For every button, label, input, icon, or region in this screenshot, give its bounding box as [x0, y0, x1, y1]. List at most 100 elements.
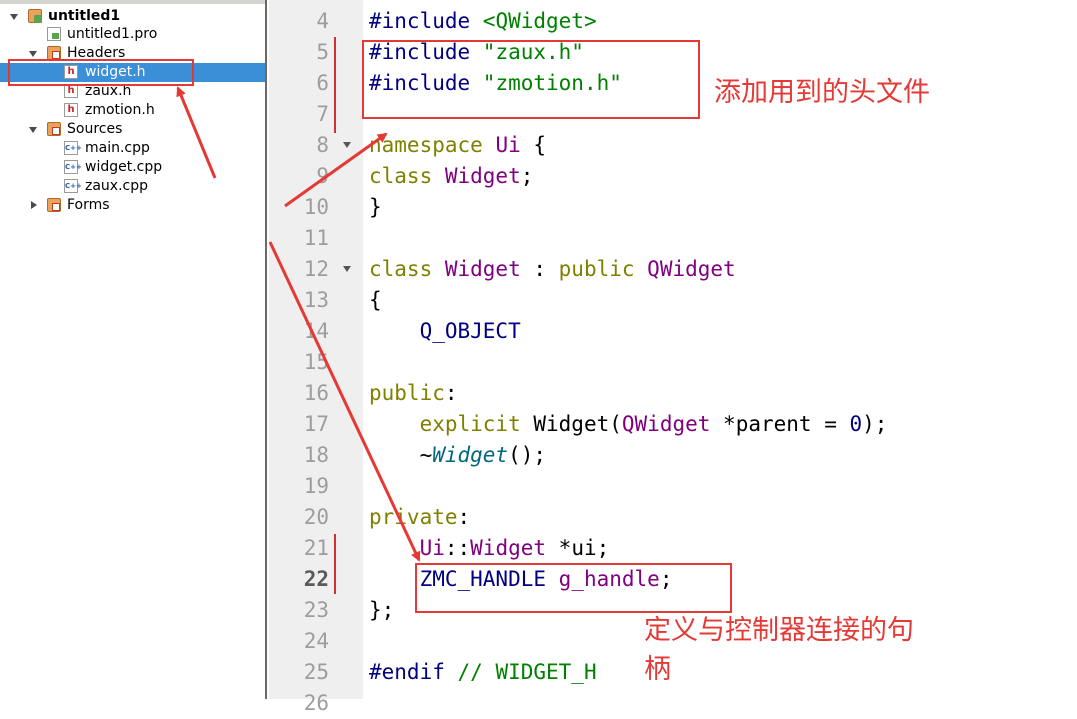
- code-line[interactable]: }: [369, 192, 382, 223]
- annotation-note-handle-line1: 定义与控制器连接的句: [644, 615, 914, 646]
- line-number: 8: [316, 133, 329, 157]
- tree-item-zaux-cpp[interactable]: C++ zaux.cpp: [0, 177, 265, 196]
- tree-item-sources[interactable]: Sources: [0, 120, 265, 139]
- code-token: #endif: [369, 660, 458, 684]
- collapse-arrow-icon[interactable]: [29, 127, 37, 133]
- tree-item-forms[interactable]: Forms: [0, 196, 265, 215]
- code-token: (: [609, 412, 622, 436]
- code-line[interactable]: #endif // WIDGET_H: [369, 657, 597, 688]
- code-token: QWidget: [647, 257, 736, 281]
- line-number: 19: [303, 474, 329, 498]
- tree-item-label: Headers: [67, 45, 126, 61]
- code-token: private: [369, 505, 458, 529]
- highlight-box-handle: [415, 563, 732, 613]
- tree-item-pro-file[interactable]: untitled1.pro: [0, 25, 265, 44]
- line-number: 17: [303, 412, 329, 436]
- tree-item-label: Sources: [67, 121, 123, 137]
- headers-folder-icon: [47, 46, 61, 60]
- line-number: 4: [316, 9, 329, 33]
- tree-item-zmotion-h[interactable]: h zmotion.h: [0, 101, 265, 120]
- code-token: "zmotion.h": [482, 71, 622, 95]
- arrow-to-handle: [268, 241, 421, 562]
- tree-item-label: Forms: [67, 197, 110, 213]
- code-token: class: [369, 257, 445, 281]
- tree-item-label: widget.cpp: [85, 159, 163, 175]
- change-marker: [334, 37, 336, 133]
- code-token: QWidget: [621, 412, 711, 436]
- line-number: 16: [303, 381, 329, 405]
- code-line[interactable]: };: [369, 595, 394, 626]
- code-line[interactable]: ~Widget();: [369, 440, 546, 471]
- arrow-to-includes: [284, 132, 388, 208]
- code-line[interactable]: class Widget;: [369, 161, 533, 192]
- code-token: class: [369, 164, 445, 188]
- code-token: Widget: [470, 536, 547, 560]
- code-token: Widget: [444, 257, 521, 281]
- tree-item-widget-cpp[interactable]: C++ widget.cpp: [0, 158, 265, 177]
- tree-item-label: main.cpp: [85, 140, 150, 156]
- annotation-arrows: [176, 86, 421, 562]
- code-line[interactable]: #include <QWidget>: [369, 6, 597, 37]
- code-token: #include: [369, 71, 483, 95]
- code-token: #include: [369, 40, 483, 64]
- code-editor[interactable]: [363, 0, 1077, 699]
- header-file-icon: h: [64, 103, 78, 117]
- line-number: 23: [303, 598, 329, 622]
- code-token: namespace: [369, 133, 496, 157]
- code-token: ~: [369, 443, 433, 467]
- code-line[interactable]: Q_OBJECT: [369, 316, 521, 347]
- pro-file-icon: [47, 27, 61, 41]
- code-token: explicit: [419, 412, 534, 436]
- code-line[interactable]: #include "zaux.h": [369, 37, 584, 68]
- tree-item-label: untitled1: [48, 8, 121, 24]
- code-line[interactable]: explicit Widget(QWidget *parent = 0);: [369, 409, 888, 440]
- cpp-file-icon: C++: [64, 160, 82, 174]
- line-number: 11: [303, 226, 329, 250]
- code-line[interactable]: #include "zmotion.h": [369, 68, 622, 99]
- code-token: Widget: [533, 412, 610, 436]
- project-tree[interactable]: untitled1 untitled1.pro Headers h widget…: [0, 0, 267, 699]
- code-line[interactable]: ZMC_HANDLE g_handle;: [369, 564, 673, 595]
- fold-toggle-icon[interactable]: [343, 142, 351, 148]
- tree-item-headers[interactable]: Headers: [0, 44, 265, 63]
- tree-item-project-root[interactable]: untitled1: [0, 7, 265, 26]
- code-line[interactable]: Ui::Widget *ui;: [369, 533, 610, 564]
- fold-toggle-icon[interactable]: [343, 266, 351, 272]
- code-line[interactable]: public:: [369, 378, 458, 409]
- tree-item-zaux-h[interactable]: h zaux.h: [0, 82, 265, 101]
- annotation-note-includes: 添加用到的头文件: [714, 77, 930, 108]
- line-number: 25: [303, 660, 329, 684]
- collapse-arrow-icon[interactable]: [10, 14, 18, 20]
- code-token: public: [369, 381, 445, 405]
- tree-item-label: zaux.h: [85, 83, 132, 99]
- highlight-box-widget-h: [8, 59, 194, 86]
- code-token: ;: [659, 567, 673, 591]
- change-marker: [334, 534, 336, 594]
- code-token: ZMC_HANDLE: [419, 567, 547, 591]
- code-token: ();: [508, 443, 547, 467]
- line-number: 13: [303, 288, 329, 312]
- code-line[interactable]: namespace Ui {: [369, 130, 546, 161]
- tree-item-label: widget.h: [85, 64, 146, 80]
- line-number: 24: [303, 629, 329, 653]
- code-line[interactable]: private:: [369, 502, 470, 533]
- arrow-to-widget-h: [176, 86, 217, 179]
- expand-arrow-icon[interactable]: [31, 201, 37, 209]
- highlight-box-includes: [362, 40, 700, 119]
- code-token: :: [444, 381, 458, 405]
- code-line[interactable]: {: [369, 285, 382, 316]
- code-token: Ui: [495, 133, 521, 157]
- collapse-arrow-icon[interactable]: [29, 51, 37, 57]
- code-token: <QWidget>: [482, 9, 597, 33]
- tree-item-label: untitled1.pro: [67, 26, 158, 42]
- code-token: :: [457, 505, 471, 529]
- line-number: 22: [303, 567, 329, 591]
- project-icon: [28, 9, 42, 23]
- cpp-file-icon: C++: [64, 179, 82, 193]
- tree-item-widget-h[interactable]: h widget.h: [0, 63, 265, 82]
- header-file-icon: h: [64, 65, 78, 79]
- tree-item-main-cpp[interactable]: C++ main.cpp: [0, 139, 265, 158]
- code-line[interactable]: class Widget : public QWidget: [369, 254, 736, 285]
- code-token: };: [369, 598, 395, 622]
- line-number: 10: [303, 195, 329, 219]
